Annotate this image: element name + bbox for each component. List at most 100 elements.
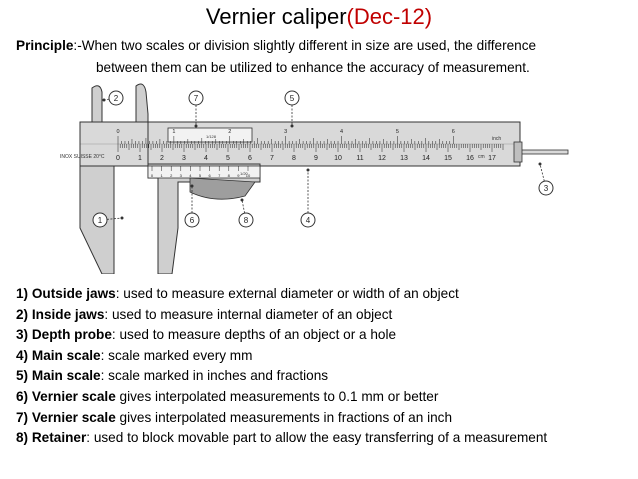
svg-text:8: 8 xyxy=(244,216,249,225)
callout-3: 3 xyxy=(538,162,554,196)
item-description: : scale marked in inches and fractions xyxy=(100,368,329,384)
list-item: 7) Vernier scale gives interpolated meas… xyxy=(16,408,631,429)
inch-scale-number: 0 xyxy=(116,129,119,135)
parts-list: 1) Outside jaws: used to measure externa… xyxy=(16,284,631,449)
main-scale-number: 13 xyxy=(400,155,408,162)
list-item: 6) Vernier scale gives interpolated meas… xyxy=(16,387,631,408)
main-scale-number: 0 xyxy=(116,155,120,162)
item-description: gives interpolated measurements in fract… xyxy=(115,409,453,425)
main-scale-number: 16 xyxy=(466,155,474,162)
list-item: 3) Depth probe: used to measure depths o… xyxy=(16,325,631,346)
principle-line-2: between them can be utilized to enhance … xyxy=(96,60,530,75)
callout-7: 7 xyxy=(188,90,204,128)
item-term: 7) Vernier scale xyxy=(16,409,116,425)
inch-scale-number: 5 xyxy=(396,129,399,135)
main-scale-number: 7 xyxy=(270,155,274,162)
vernier-number: 4 xyxy=(189,173,192,178)
svg-text:7: 7 xyxy=(194,94,199,103)
principle-label: Principle xyxy=(16,38,74,53)
main-scale-number: 6 xyxy=(248,155,252,162)
vernier-number: 3 xyxy=(180,173,183,178)
main-scale-number: 11 xyxy=(356,155,363,162)
vernier-number: 7 xyxy=(218,173,221,178)
svg-text:6: 6 xyxy=(190,216,195,225)
svg-text:2: 2 xyxy=(114,94,119,103)
item-term: 1) Outside jaws xyxy=(16,286,116,301)
inch-scale-number: 2 xyxy=(228,129,231,135)
callout-8: 8 xyxy=(238,198,254,228)
fixed-outside-jaw xyxy=(79,122,115,274)
vernier-number: 6 xyxy=(208,173,211,178)
vernier-number: 10 xyxy=(246,173,251,178)
vernier-plate-top xyxy=(167,127,253,143)
svg-text:5: 5 xyxy=(290,94,295,103)
main-scale-number: 9 xyxy=(314,155,318,162)
inch-scale-number: 3 xyxy=(284,129,287,135)
main-scale-number: 15 xyxy=(444,155,452,162)
principle-paragraph: Principle:-When two scales or division s… xyxy=(16,36,626,78)
vernier-label: 1/20 xyxy=(240,171,249,176)
callout-5: 5 xyxy=(284,90,300,128)
principle-line-1: :-When two scales or division slightly d… xyxy=(73,38,537,53)
item-term: 5) Main scale xyxy=(16,368,101,384)
retainer xyxy=(189,177,256,200)
brand-text: INOX SUISSE 20°C xyxy=(60,154,105,160)
inch-scale-number: 1 xyxy=(172,129,175,135)
main-scale-number: 17 xyxy=(488,155,496,162)
svg-text:1: 1 xyxy=(98,216,103,225)
vernier-inch-label: 1/128 xyxy=(206,134,217,139)
item-description: : used to block movable part to allow th… xyxy=(86,430,548,446)
main-scale-number: 12 xyxy=(378,155,386,162)
cm-label: cm xyxy=(478,154,485,160)
item-term: 4) Main scale xyxy=(16,347,101,363)
callout-6: 6 xyxy=(184,184,200,228)
main-scale-number: 2 xyxy=(160,155,164,162)
item-description: : used to measure external diameter or w… xyxy=(115,286,459,301)
svg-text:3: 3 xyxy=(544,184,549,193)
page-title: Vernier caliper(Dec-12) xyxy=(0,4,638,30)
main-scale-number: 5 xyxy=(226,155,230,162)
inch-scale-number: 4 xyxy=(340,129,343,135)
inch-scale-numbers: 0 1 2 3 4 5 6 xyxy=(116,129,454,135)
vernier-number: 2 xyxy=(170,173,173,178)
vernier-number: 0 xyxy=(151,173,154,178)
list-item: 8) Retainer: used to block movable part … xyxy=(16,428,631,449)
main-scale-number: 4 xyxy=(204,155,208,162)
depth-probe xyxy=(517,149,569,155)
list-item: 1) Outside jaws: used to measure externa… xyxy=(16,284,631,305)
list-item: 5) Main scale: scale marked in inches an… xyxy=(16,366,631,387)
main-scale-number: 8 xyxy=(292,155,296,162)
vernier-number: 5 xyxy=(199,173,202,178)
vernier-number: 8 xyxy=(228,173,231,178)
fixed-inside-jaw xyxy=(91,85,103,123)
callout-1: 1 xyxy=(92,212,124,228)
inch-scale-number: 6 xyxy=(452,129,455,135)
svg-text:4: 4 xyxy=(306,216,311,225)
title-accent: (Dec-12) xyxy=(346,4,433,29)
callout-4: 4 xyxy=(300,168,316,228)
main-scale-number: 14 xyxy=(422,155,430,162)
sliding-inside-jaw xyxy=(135,83,149,123)
item-description: : used to measure internal diameter of a… xyxy=(104,306,393,322)
item-term: 8) Retainer xyxy=(16,430,87,446)
vernier-number: 9 xyxy=(237,173,240,178)
vernier-plate-bottom xyxy=(147,165,261,179)
callout-2: 2 xyxy=(102,90,124,106)
main-scale-number: 1 xyxy=(138,155,142,162)
item-description: gives interpolated measurements to 0.1 m… xyxy=(115,388,439,404)
inch-label: inch xyxy=(492,136,501,142)
vernier-number: 1 xyxy=(160,173,163,178)
list-item: 2) Inside jaws: used to measure internal… xyxy=(16,305,631,326)
title-main: Vernier caliper xyxy=(205,4,347,29)
item-term: 6) Vernier scale xyxy=(16,388,116,404)
item-term: 3) Depth probe xyxy=(16,327,112,343)
item-description: : used to measure depths of an object or… xyxy=(111,327,397,343)
main-scale-number: 3 xyxy=(182,155,186,162)
item-term: 2) Inside jaws xyxy=(16,306,105,322)
list-item: 4) Main scale: scale marked every mm xyxy=(16,346,631,367)
main-scale-number: 10 xyxy=(334,155,342,162)
